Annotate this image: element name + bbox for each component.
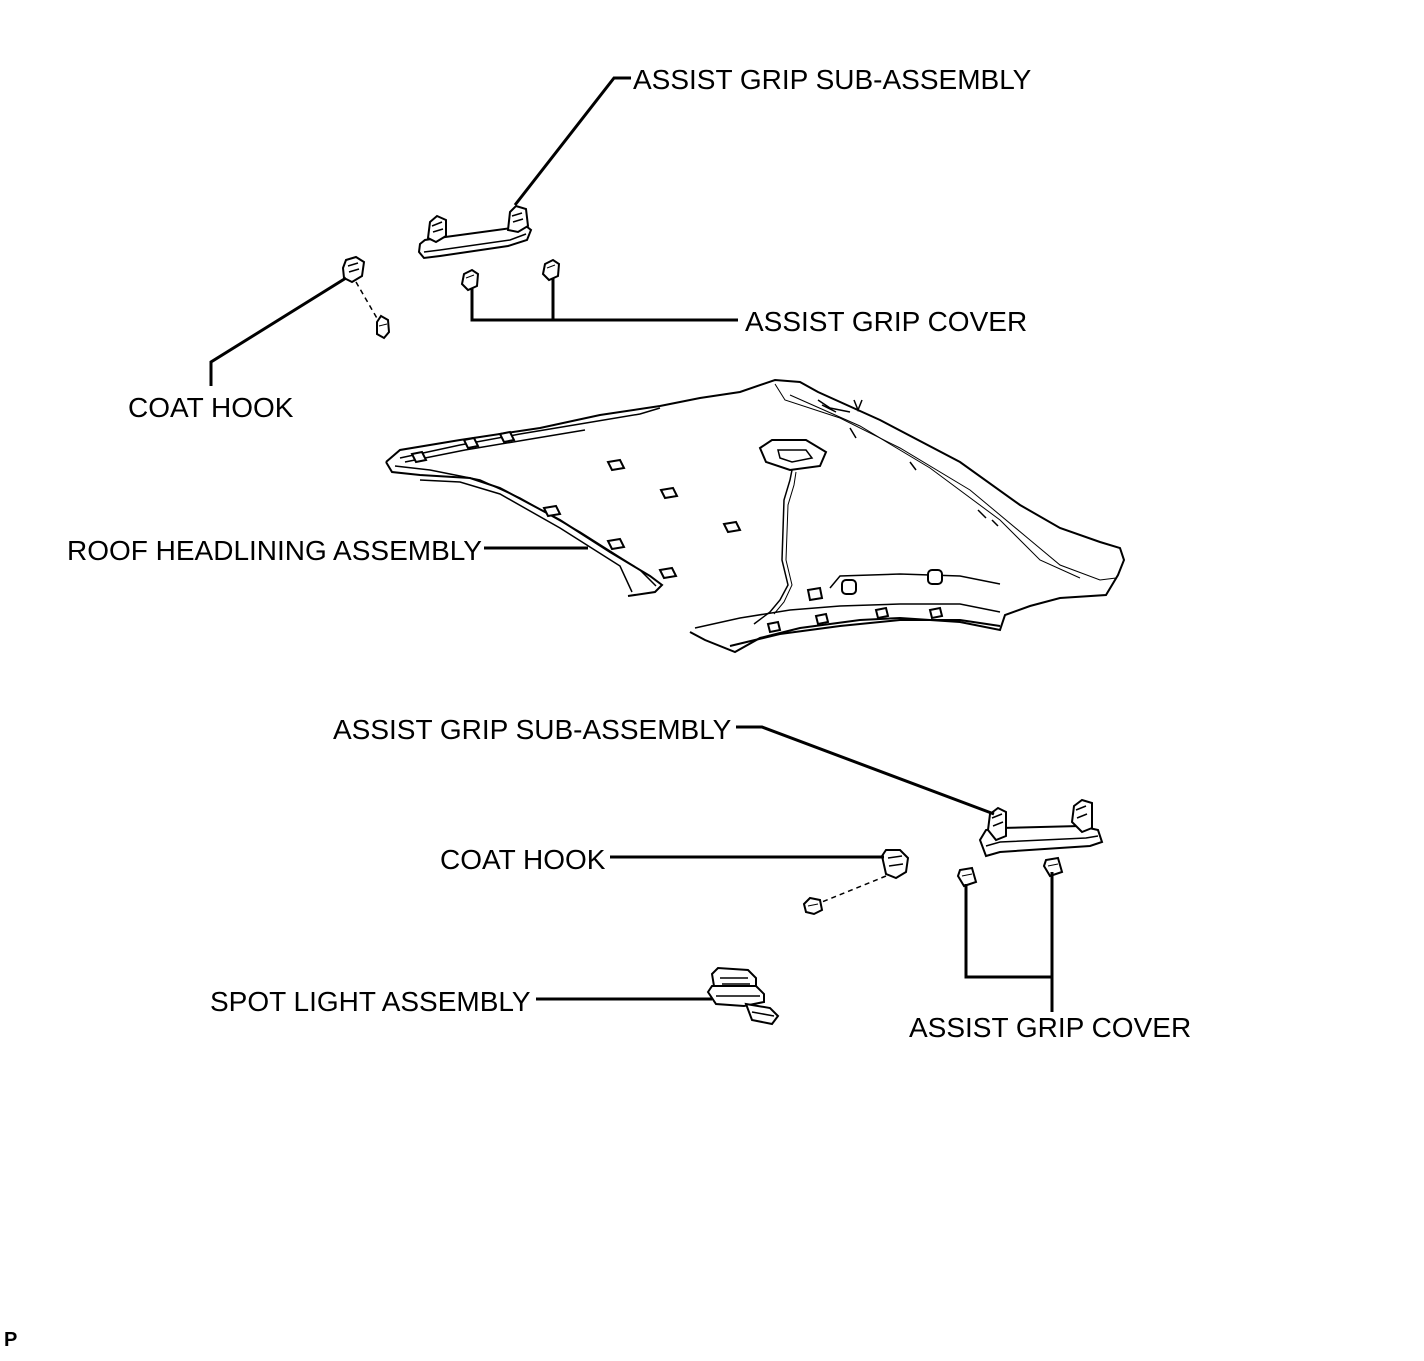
label-assist-grip-cover-top: ASSIST GRIP COVER	[745, 306, 1027, 337]
leader-lines	[209, 76, 1054, 1012]
leader-assist-grip-cover-top	[470, 278, 738, 322]
roof-headlining-assembly-part	[385, 378, 1126, 654]
coat-hook-top-part	[341, 255, 391, 340]
label-coat-hook-top: COAT HOOK	[128, 392, 294, 423]
leader-assist-grip-cover-bottom	[964, 872, 1054, 1012]
assist-grip-cover-bottom-part	[956, 856, 1064, 888]
label-assist-grip-sub-assembly-top: ASSIST GRIP SUB-ASSEMBLY	[633, 64, 1032, 95]
assist-grip-sub-assembly-top-part	[417, 204, 533, 260]
assist-grip-sub-assembly-bottom-part	[978, 798, 1104, 858]
coat-hook-bottom-part	[802, 849, 910, 916]
leader-assist-grip-sub-assembly-bottom	[736, 725, 995, 816]
corner-mark: P	[4, 1329, 17, 1351]
label-roof-headlining-assembly: ROOF HEADLINING ASSEMBLY	[67, 535, 482, 566]
spot-light-assembly-part	[706, 966, 780, 1026]
label-assist-grip-cover-bottom: ASSIST GRIP COVER	[909, 1012, 1191, 1043]
leader-assist-grip-sub-assembly-top	[513, 76, 631, 206]
label-spot-light-assembly: SPOT LIGHT ASSEMBLY	[210, 986, 531, 1017]
assist-grip-cover-top-part	[460, 258, 561, 292]
leader-coat-hook-top	[209, 276, 347, 386]
label-assist-grip-sub-assembly-bottom: ASSIST GRIP SUB-ASSEMBLY	[333, 714, 732, 745]
label-coat-hook-bottom: COAT HOOK	[440, 844, 606, 875]
